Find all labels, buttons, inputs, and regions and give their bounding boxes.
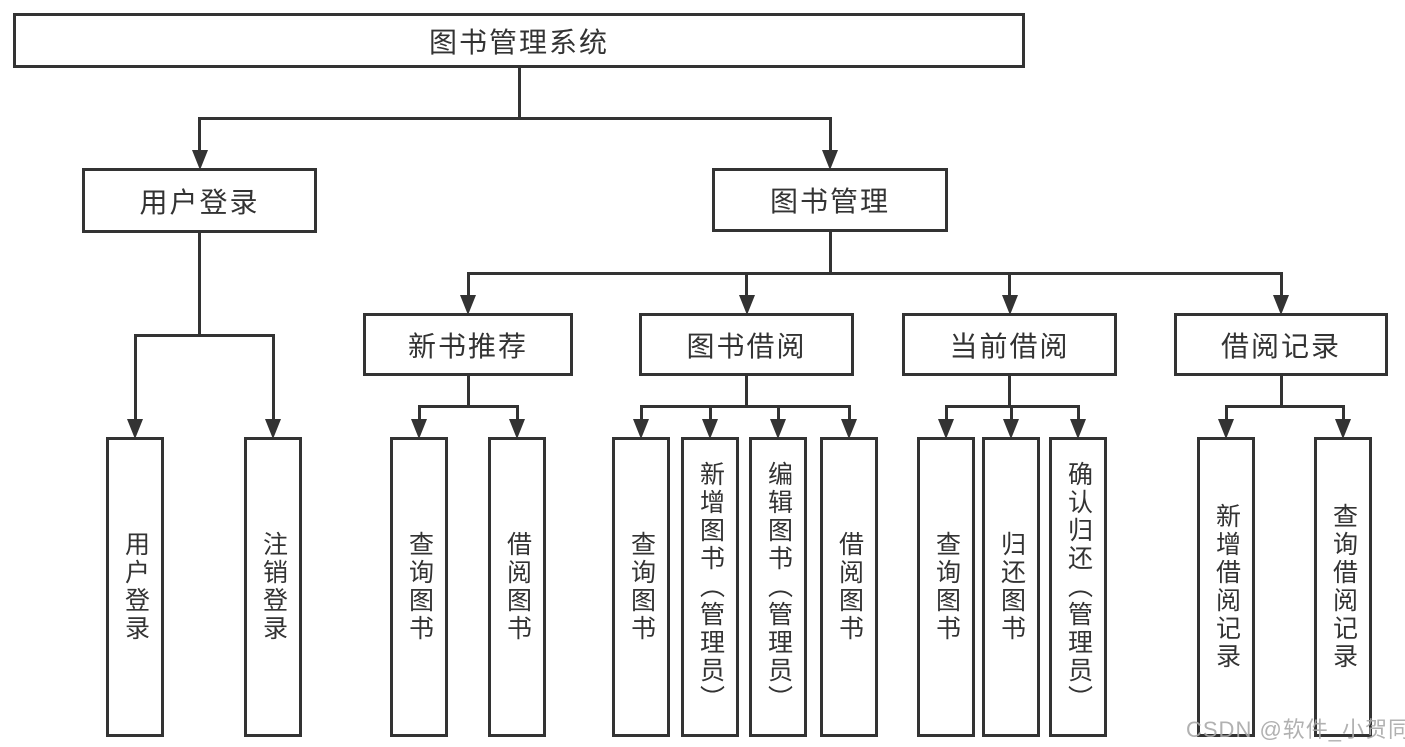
connector-line-vertical bbox=[271, 335, 275, 421]
arrow-down-icon bbox=[191, 150, 208, 170]
connector-line-vertical bbox=[639, 406, 643, 421]
connector-line-vertical bbox=[1008, 376, 1011, 406]
node-label: 图书借阅 bbox=[686, 330, 807, 362]
connector-line-vertical bbox=[417, 406, 421, 421]
node-leaf-edit-book: 编辑图书（管理员） bbox=[749, 437, 807, 737]
arrow-down-icon bbox=[1218, 419, 1234, 439]
node-label: 图书管理系统 bbox=[428, 26, 609, 58]
connector-line-vertical bbox=[708, 406, 712, 421]
node-label: 查询图书 bbox=[405, 531, 434, 643]
connector-line-vertical bbox=[1009, 406, 1013, 421]
connector-line-vertical bbox=[517, 68, 521, 118]
arrow-down-icon bbox=[460, 295, 476, 315]
connector-line-vertical bbox=[133, 335, 137, 421]
arrow-down-icon bbox=[509, 419, 525, 439]
node-book-mgmt: 图书管理 bbox=[712, 168, 948, 232]
arrow-down-icon bbox=[702, 419, 718, 439]
node-label: 新书推荐 bbox=[407, 330, 528, 362]
node-borrow-records: 借阅记录 bbox=[1174, 313, 1388, 376]
node-label: 当前借阅 bbox=[949, 330, 1070, 362]
arrow-down-icon bbox=[265, 419, 281, 439]
csdn-watermark: CSDN @软件_小贺同学 bbox=[1186, 717, 1405, 742]
connector-line-vertical bbox=[466, 273, 470, 297]
connector-line-vertical bbox=[1076, 406, 1080, 421]
connector-line-vertical bbox=[745, 273, 748, 297]
node-leaf-logout: 注销登录 bbox=[244, 437, 302, 737]
node-label: 图书管理 bbox=[769, 186, 890, 217]
node-label: 确认归还（管理员） bbox=[1064, 461, 1093, 713]
arrow-down-icon bbox=[1001, 295, 1018, 315]
node-label: 注销登录 bbox=[259, 531, 288, 643]
node-label: 用户登录 bbox=[139, 186, 260, 218]
connector-line-vertical bbox=[944, 406, 948, 421]
arrow-down-icon bbox=[1273, 295, 1289, 315]
node-leaf-confirm-return: 确认归还（管理员） bbox=[1049, 437, 1107, 737]
connector-line-horizontal bbox=[1224, 404, 1345, 408]
node-leaf-add-record: 新增借阅记录 bbox=[1197, 437, 1255, 737]
node-label: 编辑图书（管理员） bbox=[764, 461, 793, 713]
connector-line-horizontal bbox=[133, 333, 275, 337]
node-leaf-query-book-1: 查询图书 bbox=[390, 437, 448, 737]
node-label: 新增图书（管理员） bbox=[696, 461, 725, 713]
connector-line-vertical bbox=[1224, 406, 1228, 421]
arrow-down-icon bbox=[633, 419, 649, 439]
connector-line-horizontal bbox=[198, 116, 832, 120]
node-new-book-rec: 新书推荐 bbox=[363, 313, 573, 376]
connector-line-vertical bbox=[198, 233, 201, 335]
node-leaf-user-login: 用户登录 bbox=[106, 437, 164, 737]
connector-line-vertical bbox=[198, 118, 201, 152]
arrow-down-icon bbox=[738, 295, 755, 315]
node-label: 查询借阅记录 bbox=[1329, 503, 1358, 671]
node-root: 图书管理系统 bbox=[13, 13, 1025, 68]
connector-line-vertical bbox=[847, 406, 851, 421]
node-label: 借阅记录 bbox=[1220, 330, 1341, 362]
node-leaf-borrow-book-1: 借阅图书 bbox=[488, 437, 546, 737]
arrow-down-icon bbox=[841, 419, 857, 439]
node-label: 新增借阅记录 bbox=[1212, 503, 1241, 671]
node-book-borrow: 图书借阅 bbox=[639, 313, 854, 376]
connector-line-horizontal bbox=[639, 404, 851, 408]
connector-line-horizontal bbox=[466, 271, 1283, 275]
arrow-down-icon bbox=[822, 150, 838, 170]
arrow-down-icon bbox=[1003, 419, 1019, 439]
node-label: 查询图书 bbox=[932, 531, 961, 643]
connector-line-vertical bbox=[1279, 376, 1283, 406]
node-leaf-query-book-3: 查询图书 bbox=[917, 437, 975, 737]
arrow-down-icon bbox=[1335, 419, 1351, 439]
node-current-borrow: 当前借阅 bbox=[902, 313, 1117, 376]
node-label: 查询图书 bbox=[627, 531, 656, 643]
arrow-down-icon bbox=[1070, 419, 1086, 439]
connector-line-vertical bbox=[466, 376, 470, 406]
arrow-down-icon bbox=[938, 419, 954, 439]
connector-line-horizontal bbox=[417, 404, 519, 408]
node-label: 借阅图书 bbox=[835, 531, 864, 643]
connector-line-vertical bbox=[1341, 406, 1345, 421]
connector-line-vertical bbox=[828, 118, 832, 152]
node-leaf-add-book: 新增图书（管理员） bbox=[681, 437, 739, 737]
node-leaf-borrow-book-2: 借阅图书 bbox=[820, 437, 878, 737]
connector-line-vertical bbox=[1008, 273, 1011, 297]
connector-line-vertical bbox=[1279, 273, 1283, 297]
node-leaf-query-record: 查询借阅记录 bbox=[1314, 437, 1372, 737]
node-leaf-query-book-2: 查询图书 bbox=[612, 437, 670, 737]
arrow-down-icon bbox=[127, 419, 143, 439]
node-label: 用户登录 bbox=[121, 531, 150, 643]
arrow-down-icon bbox=[411, 419, 427, 439]
arrow-down-icon bbox=[770, 419, 786, 439]
node-label: 借阅图书 bbox=[503, 531, 532, 643]
connector-line-vertical bbox=[828, 232, 832, 273]
connector-line-vertical bbox=[776, 406, 780, 421]
connector-line-vertical bbox=[745, 376, 748, 406]
node-leaf-return-book: 归还图书 bbox=[982, 437, 1040, 737]
node-label: 归还图书 bbox=[997, 531, 1026, 643]
connector-line-vertical bbox=[515, 406, 519, 421]
node-user-login: 用户登录 bbox=[82, 168, 317, 233]
